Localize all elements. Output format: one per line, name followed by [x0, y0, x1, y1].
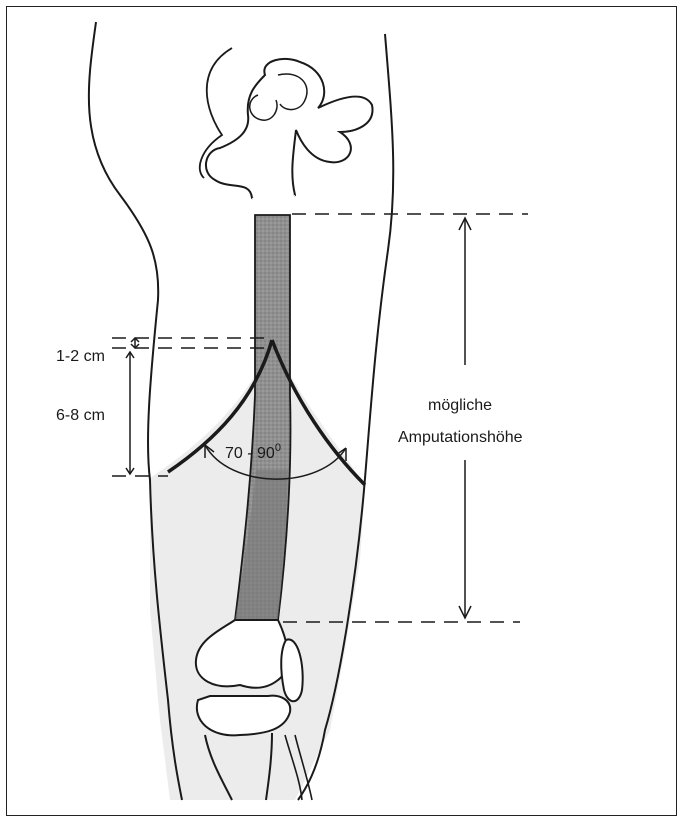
pelvis-bone — [206, 59, 373, 203]
dimension-arrows — [126, 338, 139, 474]
range-label-line1: mögliche — [428, 397, 492, 414]
range-label-line2: Amputationshöhe — [398, 429, 523, 446]
proximal-margin-label: 1-2 cm — [56, 348, 105, 365]
range-arrow — [459, 218, 471, 618]
angle-label: 70 - 900 — [225, 442, 281, 462]
flap-length-label: 6-8 cm — [56, 407, 105, 424]
femur-neck — [252, 195, 295, 215]
